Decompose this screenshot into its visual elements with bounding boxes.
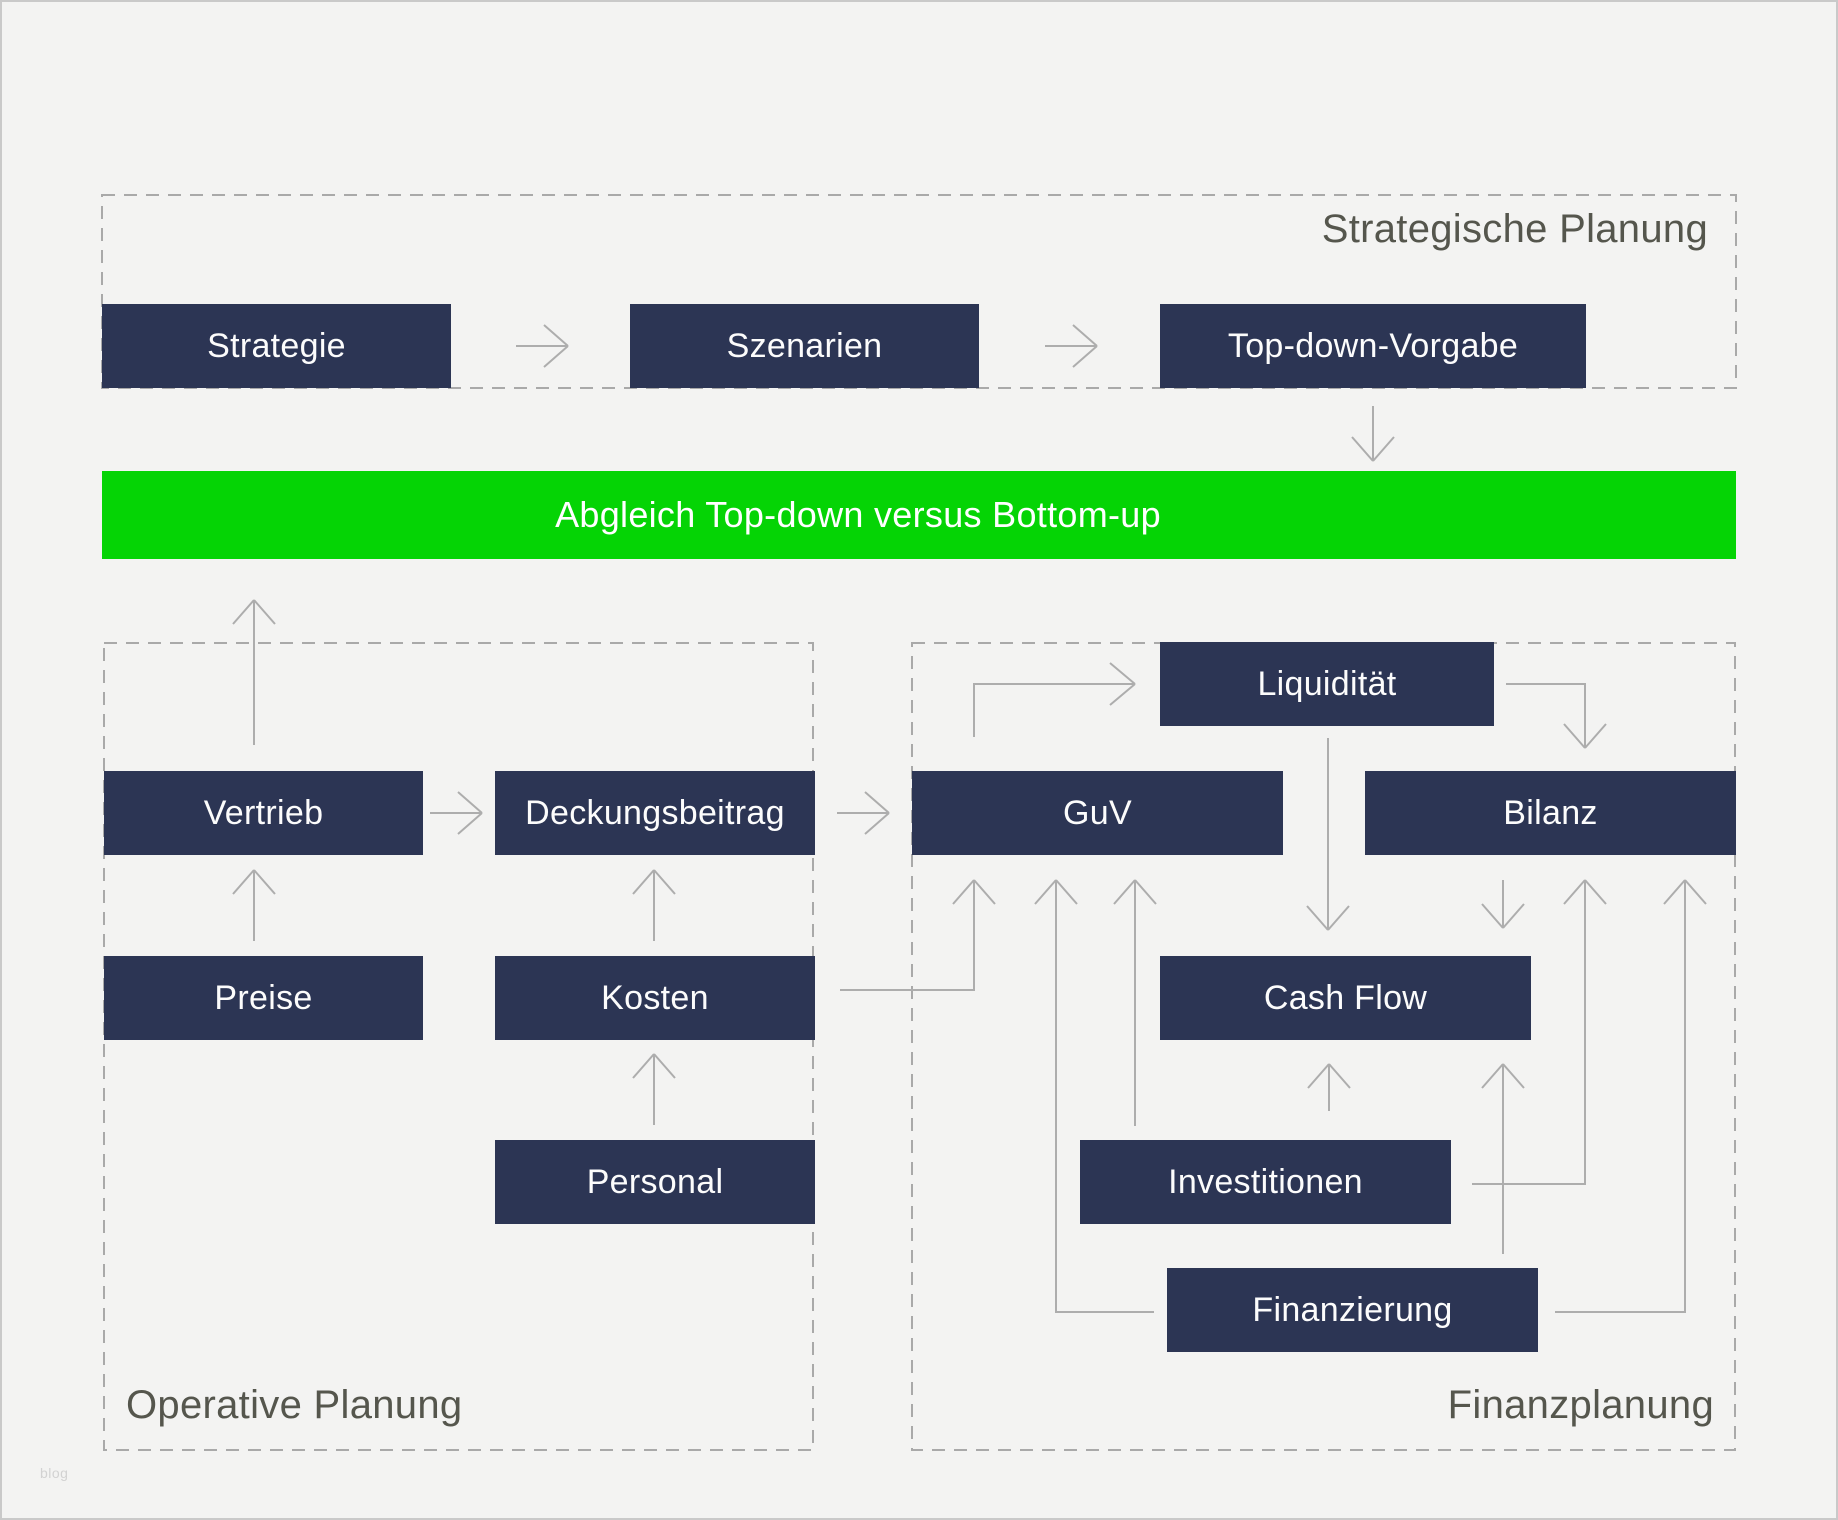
node-deckungsbeitrag: Deckungsbeitrag — [495, 771, 815, 855]
arrow-bilanz-to-cashflow — [1481, 880, 1525, 929]
arrow-deckungsbeitrag-to-guv — [837, 791, 890, 835]
finanzplanung-label: Finanzplanung — [1447, 1383, 1714, 1427]
arrow-vertrieb-to-deckungsbeitrag — [430, 791, 483, 835]
arrow-liquiditaet-to-bilanz — [1506, 683, 1607, 749]
arrow-szenarien-to-topdown — [1045, 324, 1098, 368]
operative-planung-label: Operative Planung — [126, 1383, 463, 1427]
arrow-topdown-to-abgleich — [1351, 406, 1395, 462]
arrow-preise-to-vertrieb — [232, 869, 276, 941]
node-cash-flow: Cash Flow — [1160, 956, 1531, 1040]
node-szenarien: Szenarien — [630, 304, 979, 388]
node-guv: GuV — [912, 771, 1283, 855]
node-preise: Preise — [104, 956, 423, 1040]
abgleich-banner: Abgleich Top-down versus Bottom-up — [102, 471, 1736, 559]
arrow-finanzierung-to-bilanz — [1555, 879, 1707, 1313]
node-top-down-vorgabe: Top-down-Vorgabe — [1160, 304, 1586, 388]
arrow-guv-to-liquiditaet — [973, 662, 1136, 737]
arrow-kosten-to-deckungsbeitrag — [632, 869, 676, 941]
arrow-investitionen-to-guv — [1113, 879, 1157, 1126]
node-bilanz: Bilanz — [1365, 771, 1736, 855]
arrow-strategie-to-szenarien — [516, 324, 569, 368]
arrow-kosten-to-guv — [840, 879, 996, 991]
node-liquiditaet: Liquidität — [1160, 642, 1494, 726]
arrow-personal-to-kosten — [632, 1053, 676, 1125]
arrow-finanzierung-to-cashflow — [1481, 1063, 1525, 1254]
arrow-investitionen-to-cashflow — [1307, 1063, 1351, 1111]
strategische-planung-label: Strategische Planung — [1321, 207, 1708, 251]
arrow-finanzierung-to-guv — [1034, 879, 1154, 1313]
strategische-planung-container-border — [101, 194, 1737, 389]
node-strategie: Strategie — [102, 304, 451, 388]
node-personal: Personal — [495, 1140, 815, 1224]
node-kosten: Kosten — [495, 956, 815, 1040]
operative-planung-container-border — [103, 642, 814, 1451]
arrow-vertrieb-to-abgleich — [232, 599, 276, 745]
node-finanzierung: Finanzierung — [1167, 1268, 1538, 1352]
node-vertrieb: Vertrieb — [104, 771, 423, 855]
arrow-liquiditaet-to-cashflow — [1306, 738, 1350, 931]
node-investitionen: Investitionen — [1080, 1140, 1451, 1224]
blog-watermark: blog — [40, 1465, 69, 1481]
arrow-investitionen-to-bilanz — [1472, 879, 1607, 1185]
